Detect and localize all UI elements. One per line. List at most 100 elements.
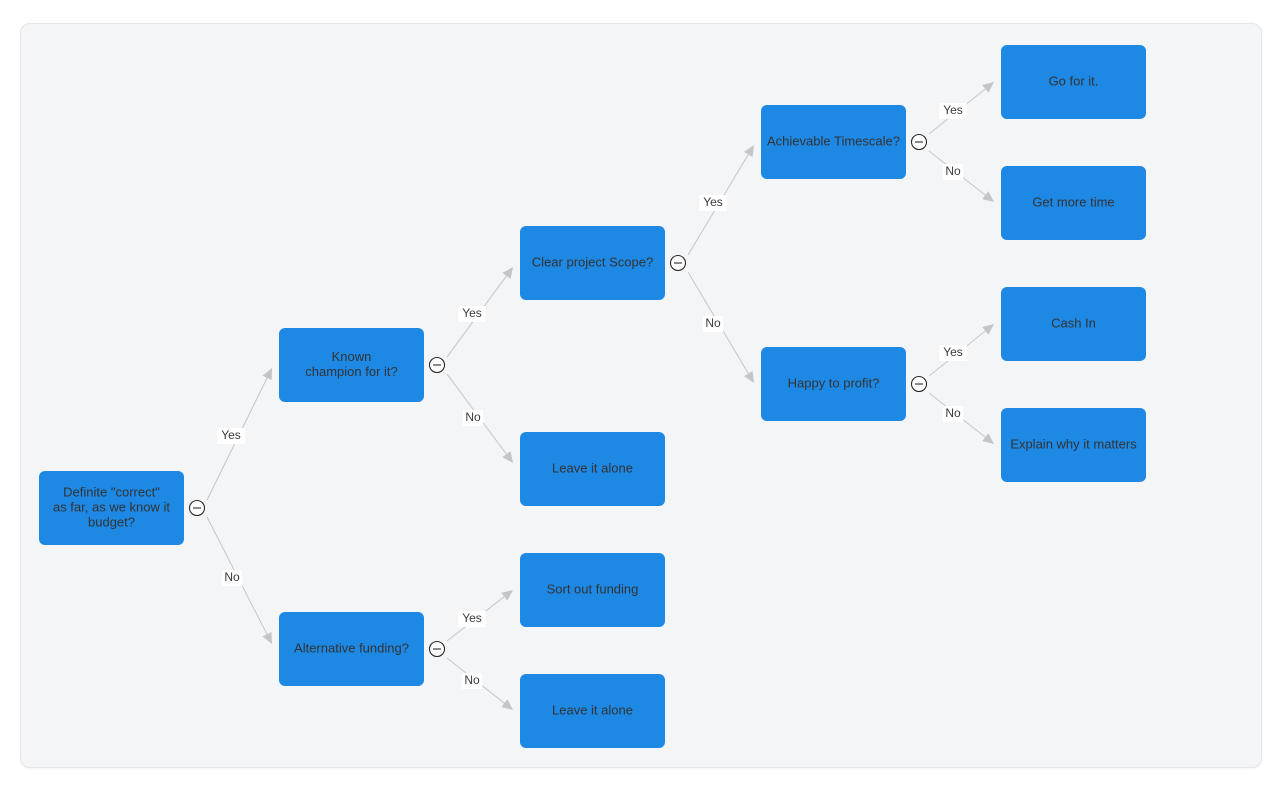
edge-label-background (942, 406, 964, 422)
node-label: Get more time (1032, 194, 1114, 209)
edge-label-background (461, 673, 483, 689)
node-happy-to-profit[interactable]: Happy to profit? (761, 347, 906, 421)
minus-circle-icon[interactable] (910, 375, 928, 393)
edge-label-text: No (465, 410, 481, 424)
edge-label-text: Yes (221, 428, 241, 442)
edge-label-text: No (945, 406, 961, 420)
node-box[interactable] (1001, 45, 1146, 119)
edge-label-background (462, 410, 484, 426)
edge-label-background (699, 195, 727, 211)
edge-label-background (217, 428, 245, 444)
node-box[interactable] (520, 674, 665, 748)
node-label: Alternative funding? (294, 640, 409, 655)
node-label: Go for it. (1049, 73, 1099, 88)
node-box[interactable] (520, 553, 665, 627)
node-box[interactable] (520, 432, 665, 506)
node-label: champion for it? (305, 364, 398, 379)
minus-circle-icon[interactable] (428, 356, 446, 374)
node-explain-why-it-matters[interactable]: Explain why it matters (1001, 408, 1146, 482)
edge-label-champion-yes: Yes (458, 306, 486, 322)
edge-label-text: Yes (943, 345, 963, 359)
node-box[interactable] (761, 347, 906, 421)
minus-circle-icon[interactable] (428, 640, 446, 658)
node-root[interactable]: Definite "correct"as far, as we know itb… (39, 471, 184, 545)
edge-label-timescale-no: No (942, 164, 964, 180)
edge-arrowhead (982, 191, 994, 202)
edge-label-text: No (224, 570, 240, 584)
edge-label-profit-no: No (942, 406, 964, 422)
collapse-controls-layer (188, 133, 928, 658)
node-label: as far, as we know it (53, 499, 170, 514)
edge-label-scope-no: No (702, 316, 724, 332)
edge-label-text: Yes (703, 195, 723, 209)
edge-arrowhead (744, 145, 754, 158)
node-achievable-timescale[interactable]: Achievable Timescale? (761, 105, 906, 179)
edge-arrowhead (502, 267, 513, 279)
node-box[interactable] (520, 226, 665, 300)
node-label: Definite "correct" (63, 484, 160, 499)
edge-label-text: No (464, 673, 480, 687)
node-leave-it-alone-bottom[interactable]: Leave it alone (520, 674, 665, 748)
node-box[interactable] (1001, 408, 1146, 482)
edge-arrowhead (982, 82, 994, 93)
edge-label-scope-yes: Yes (699, 195, 727, 211)
edge-label-background (939, 345, 967, 361)
edge-arrowhead (502, 451, 513, 463)
edge-label-background (939, 103, 967, 119)
node-box[interactable] (761, 105, 906, 179)
edge-label-background (458, 611, 486, 627)
edge-label-text: No (945, 164, 961, 178)
node-box[interactable] (1001, 166, 1146, 240)
node-alternative-funding[interactable]: Alternative funding? (279, 612, 424, 686)
edge-arrowhead (982, 433, 994, 444)
node-label: Leave it alone (552, 702, 633, 717)
node-box[interactable] (279, 612, 424, 686)
edge-label-background (942, 164, 964, 180)
node-get-more-time[interactable]: Get more time (1001, 166, 1146, 240)
edge-label-background (702, 316, 724, 332)
node-sort-out-funding[interactable]: Sort out funding (520, 553, 665, 627)
node-label: Leave it alone (552, 460, 633, 475)
node-label: Clear project Scope? (532, 254, 653, 269)
node-leave-it-alone-top[interactable]: Leave it alone (520, 432, 665, 506)
edge-label-altfunding-yes: Yes (458, 611, 486, 627)
edge-label-text: Yes (462, 611, 482, 625)
edge-label-champion-no: No (462, 410, 484, 426)
edge-label-text: Yes (462, 306, 482, 320)
minus-circle-icon[interactable] (910, 133, 928, 151)
node-label: Achievable Timescale? (767, 133, 900, 148)
edge-label-timescale-yes: Yes (939, 103, 967, 119)
edge-label-altfunding-no: No (461, 673, 483, 689)
edge-arrowhead (262, 631, 272, 644)
edge-arrowhead (501, 590, 513, 601)
node-go-for-it[interactable]: Go for it. (1001, 45, 1146, 119)
edge-label-text: Yes (943, 103, 963, 117)
node-box[interactable] (279, 328, 424, 402)
node-clear-project-scope[interactable]: Clear project Scope? (520, 226, 665, 300)
node-box[interactable] (39, 471, 184, 545)
edge-label-text: No (705, 316, 721, 330)
edge-label-profit-yes: Yes (939, 345, 967, 361)
node-label: Sort out funding (547, 581, 639, 596)
nodes-layer: Definite "correct"as far, as we know itb… (39, 45, 1146, 748)
node-label: Cash In (1051, 315, 1096, 330)
node-label: Explain why it matters (1010, 436, 1137, 451)
minus-circle-icon[interactable] (669, 254, 687, 272)
edge-label-background (221, 570, 243, 586)
node-cash-in[interactable]: Cash In (1001, 287, 1146, 361)
edge-label-root-no: No (221, 570, 243, 586)
edge-arrowhead (982, 324, 994, 335)
node-label: Happy to profit? (788, 375, 880, 390)
diagram-canvas[interactable] (20, 23, 1262, 768)
node-box[interactable] (1001, 287, 1146, 361)
node-label: budget? (88, 514, 135, 529)
edge-arrowhead (744, 370, 754, 383)
edge-label-root-yes: Yes (217, 428, 245, 444)
node-label: Known (332, 349, 372, 364)
minus-circle-icon[interactable] (188, 499, 206, 517)
edge-arrowhead (501, 699, 513, 710)
edge-label-background (458, 306, 486, 322)
